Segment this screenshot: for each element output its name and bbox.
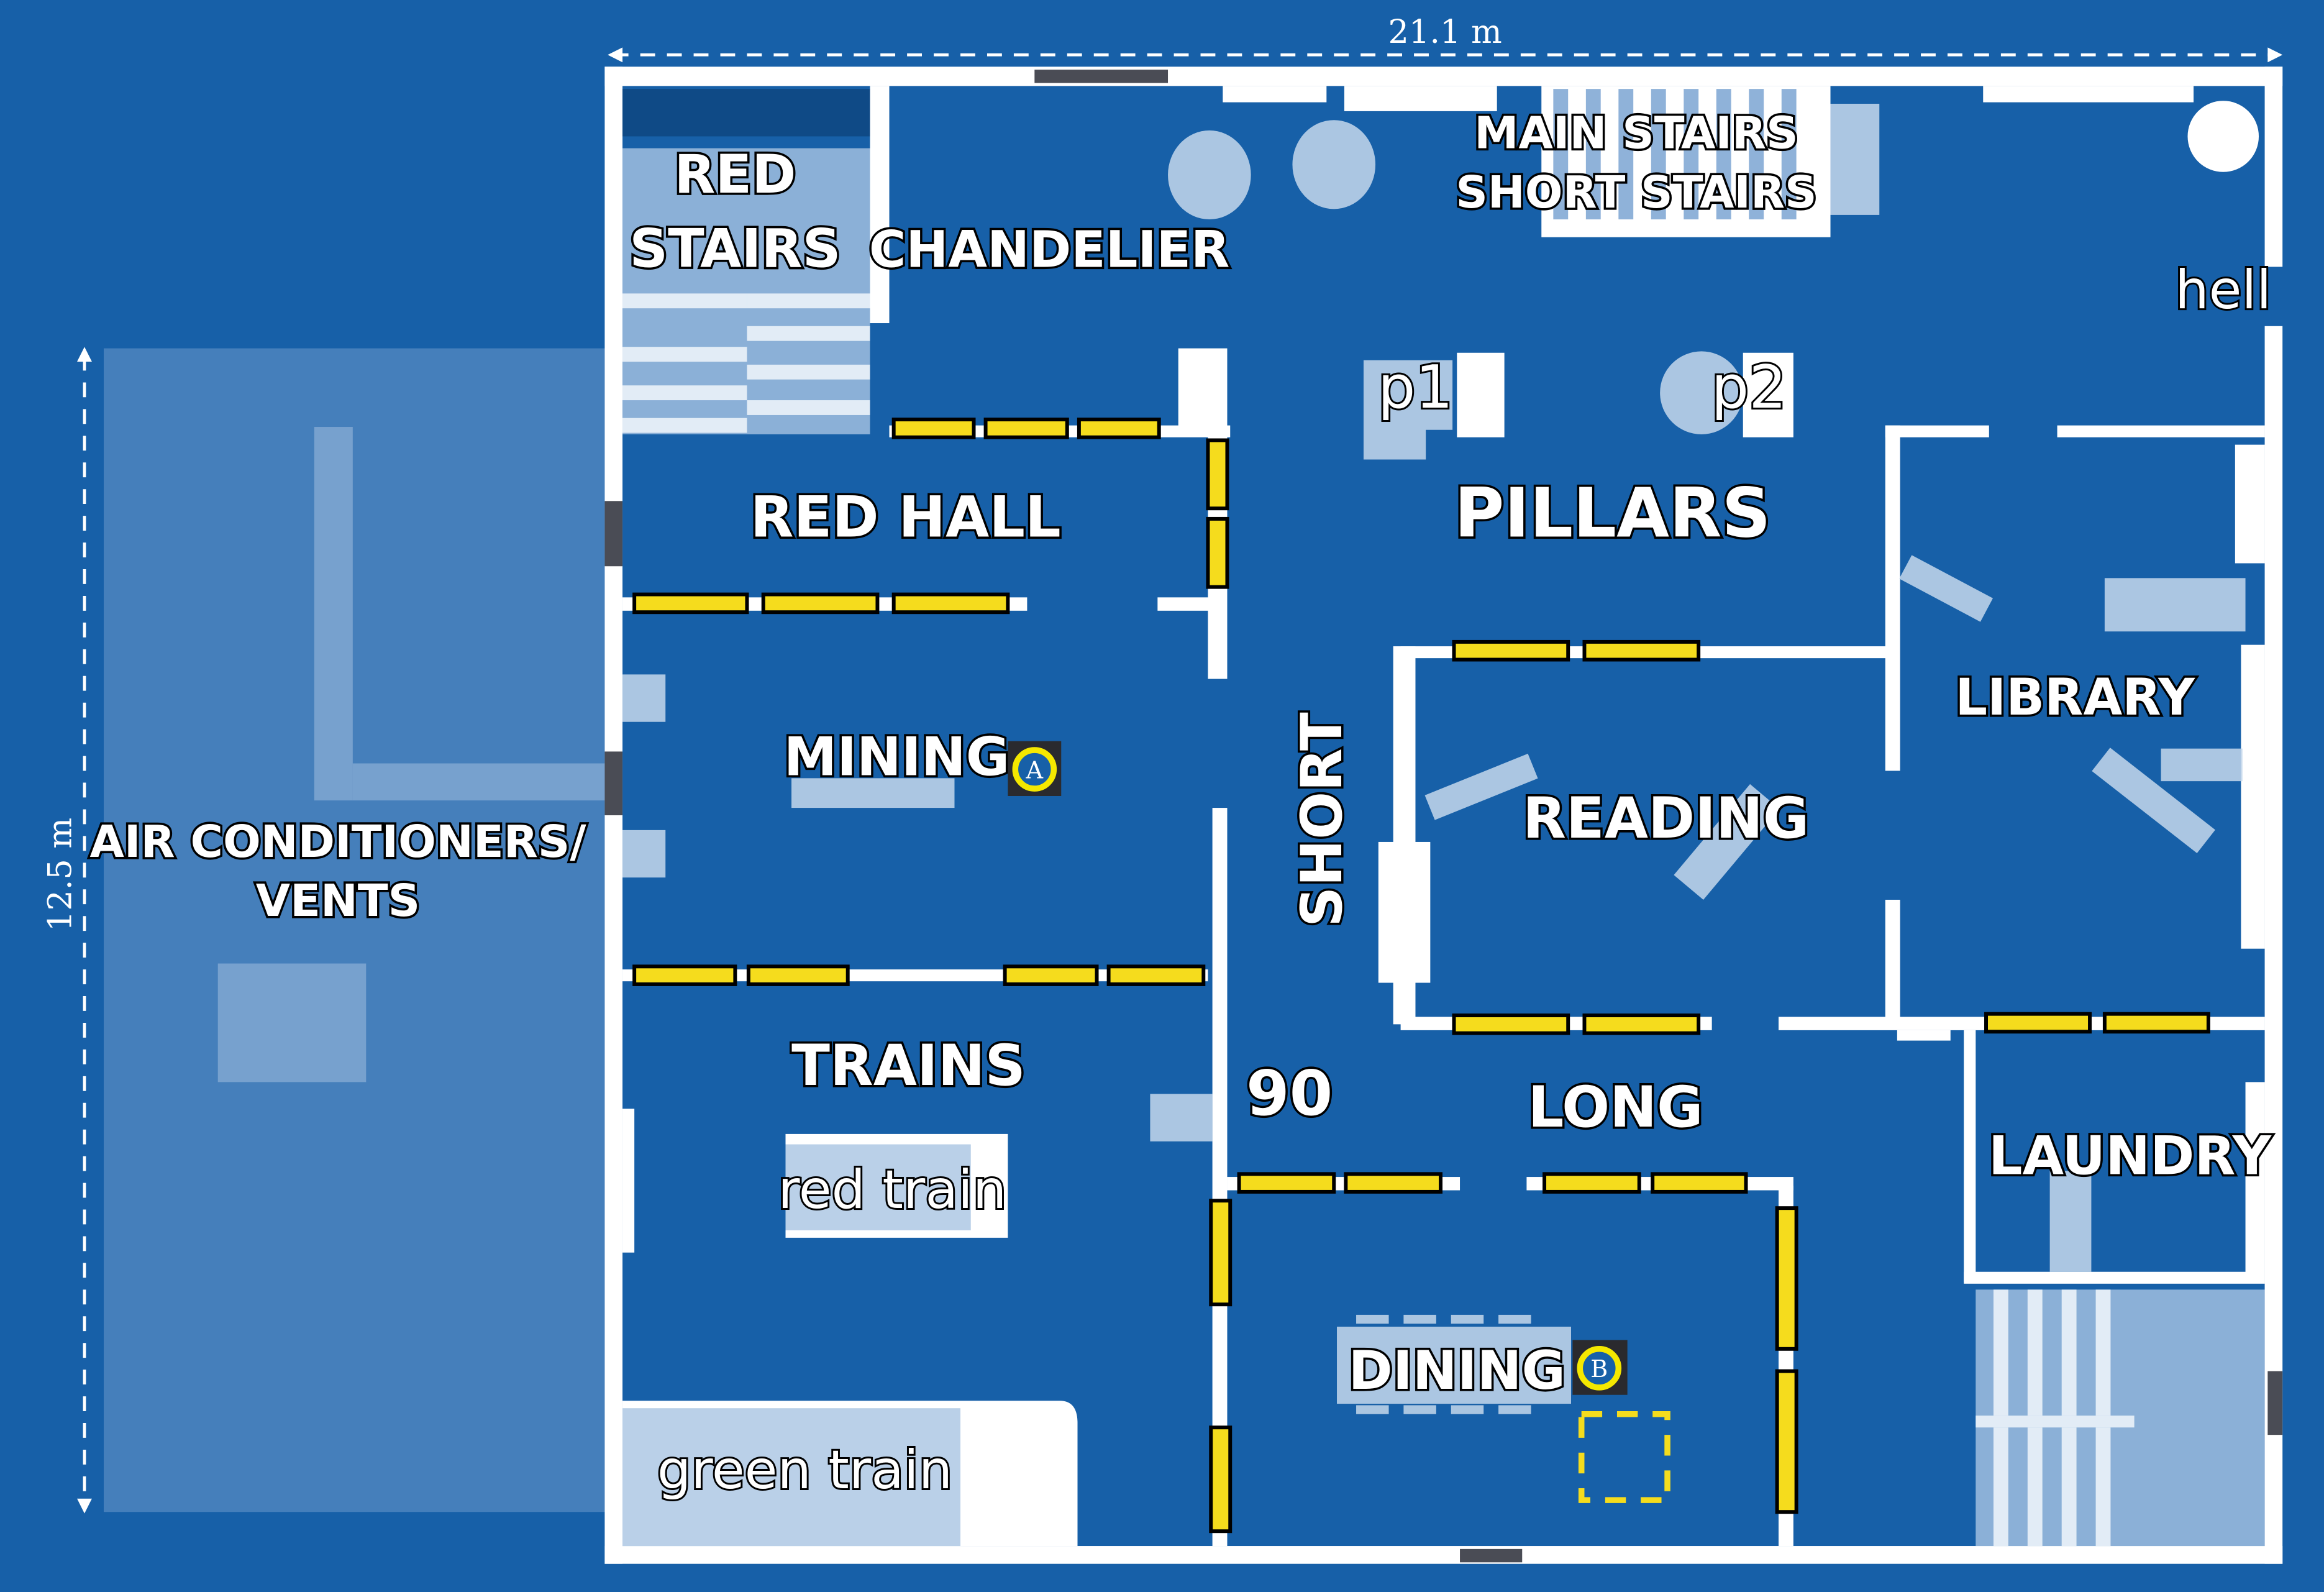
dining-room: DINING B	[1337, 1314, 1670, 1503]
door[interactable]	[1077, 418, 1161, 439]
width-label: 21.1 m	[1388, 13, 1502, 51]
height-dimension: 12.5 m	[42, 347, 92, 1514]
marker-a[interactable]: A	[1008, 741, 1062, 796]
pillars-label: PILLARS	[1454, 473, 1771, 553]
dining-label: DINING	[1349, 1340, 1565, 1402]
marker-a-label: A	[1026, 757, 1044, 784]
trains-label: TRAINS	[791, 1033, 1026, 1099]
laundry-room: LAUNDRY	[1964, 1030, 2274, 1547]
reading-room: READING	[1378, 639, 1890, 1035]
outer-walls	[604, 66, 2283, 1564]
door-left-1[interactable]	[604, 501, 623, 567]
red-train-label: red train	[778, 1159, 1006, 1221]
door[interactable]	[1542, 1172, 1641, 1194]
door[interactable]	[2102, 1012, 2210, 1034]
air-conditioners-label-1: AIR CONDITIONERS/	[89, 816, 586, 867]
green-train-label: green train	[657, 1439, 952, 1501]
door[interactable]	[983, 418, 1069, 439]
door[interactable]	[632, 964, 737, 986]
long-corridor: LONG	[1227, 1073, 1798, 1547]
library-label: LIBRARY	[1955, 669, 2195, 727]
ninety-label: 90	[1246, 1057, 1333, 1130]
dashed-target-zone	[1578, 1411, 1670, 1503]
door[interactable]	[1452, 1013, 1570, 1035]
red-hall-label: RED HALL	[750, 485, 1061, 551]
round-object	[2187, 101, 2259, 172]
marker-b-label: B	[1590, 1356, 1608, 1383]
door[interactable]	[891, 418, 976, 439]
short-label: SHORT	[1290, 712, 1355, 927]
long-label: LONG	[1528, 1075, 1703, 1140]
hell-label: hell	[2175, 259, 2271, 321]
reading-label: READING	[1523, 786, 1809, 851]
air-conditioner-area	[104, 348, 605, 1512]
door[interactable]	[1775, 1206, 1798, 1351]
door[interactable]	[1237, 1172, 1336, 1194]
door[interactable]	[1209, 1199, 1233, 1307]
door[interactable]	[1651, 1172, 1748, 1194]
height-label: 12.5 m	[42, 818, 80, 931]
door[interactable]	[1206, 516, 1229, 589]
mining-label: MINING	[784, 726, 1010, 789]
marker-b[interactable]: B	[1572, 1340, 1628, 1395]
door[interactable]	[1582, 1013, 1701, 1035]
width-dimension: 21.1 m	[608, 13, 2283, 63]
trains-room: TRAINS red train green train	[622, 808, 1233, 1547]
door[interactable]	[1344, 1172, 1443, 1194]
door[interactable]	[1209, 1425, 1233, 1534]
door-bottom[interactable]	[1460, 1549, 1523, 1563]
door[interactable]	[1452, 639, 1570, 662]
mining-room: MINING A	[622, 674, 1208, 986]
chandelier-label: CHANDELIER	[869, 221, 1230, 279]
door-left-2[interactable]	[604, 751, 623, 816]
air-conditioners-label-2: VENTS	[256, 875, 420, 926]
chandelier-room: CHANDELIER	[867, 86, 2194, 281]
door[interactable]	[1582, 639, 1701, 662]
library-room: LIBRARY	[1779, 425, 2265, 1041]
door-right[interactable]	[2267, 1371, 2283, 1435]
door[interactable]	[891, 592, 1010, 615]
main-stairs-label: MAIN STAIRS	[1474, 108, 1798, 159]
door[interactable]	[1106, 964, 1206, 986]
door[interactable]	[632, 592, 749, 615]
door[interactable]	[1775, 1369, 1798, 1514]
red-hall-room: RED HALL	[622, 348, 1231, 679]
red-stairs-label-1: RED	[674, 144, 796, 206]
door[interactable]	[1003, 964, 1099, 986]
short-stairs-label: SHORT STAIRS	[1456, 167, 1816, 218]
pillars-room: p1 p2 PILLARS	[1363, 350, 1793, 555]
p2-label: p2	[1711, 352, 1787, 422]
red-stairs-room: RED STAIRS	[622, 86, 890, 434]
door[interactable]	[1984, 1012, 2092, 1034]
p1-label: p1	[1378, 352, 1453, 422]
door[interactable]	[1206, 438, 1229, 511]
red-stairs-label-2: STAIRS	[629, 217, 841, 280]
door[interactable]	[746, 964, 850, 986]
main-stairs: MAIN STAIRS SHORT STAIRS	[1454, 86, 1880, 237]
door[interactable]	[761, 592, 880, 615]
laundry-label: LAUNDRY	[1989, 1125, 2272, 1187]
door-top[interactable]	[1034, 70, 1169, 83]
